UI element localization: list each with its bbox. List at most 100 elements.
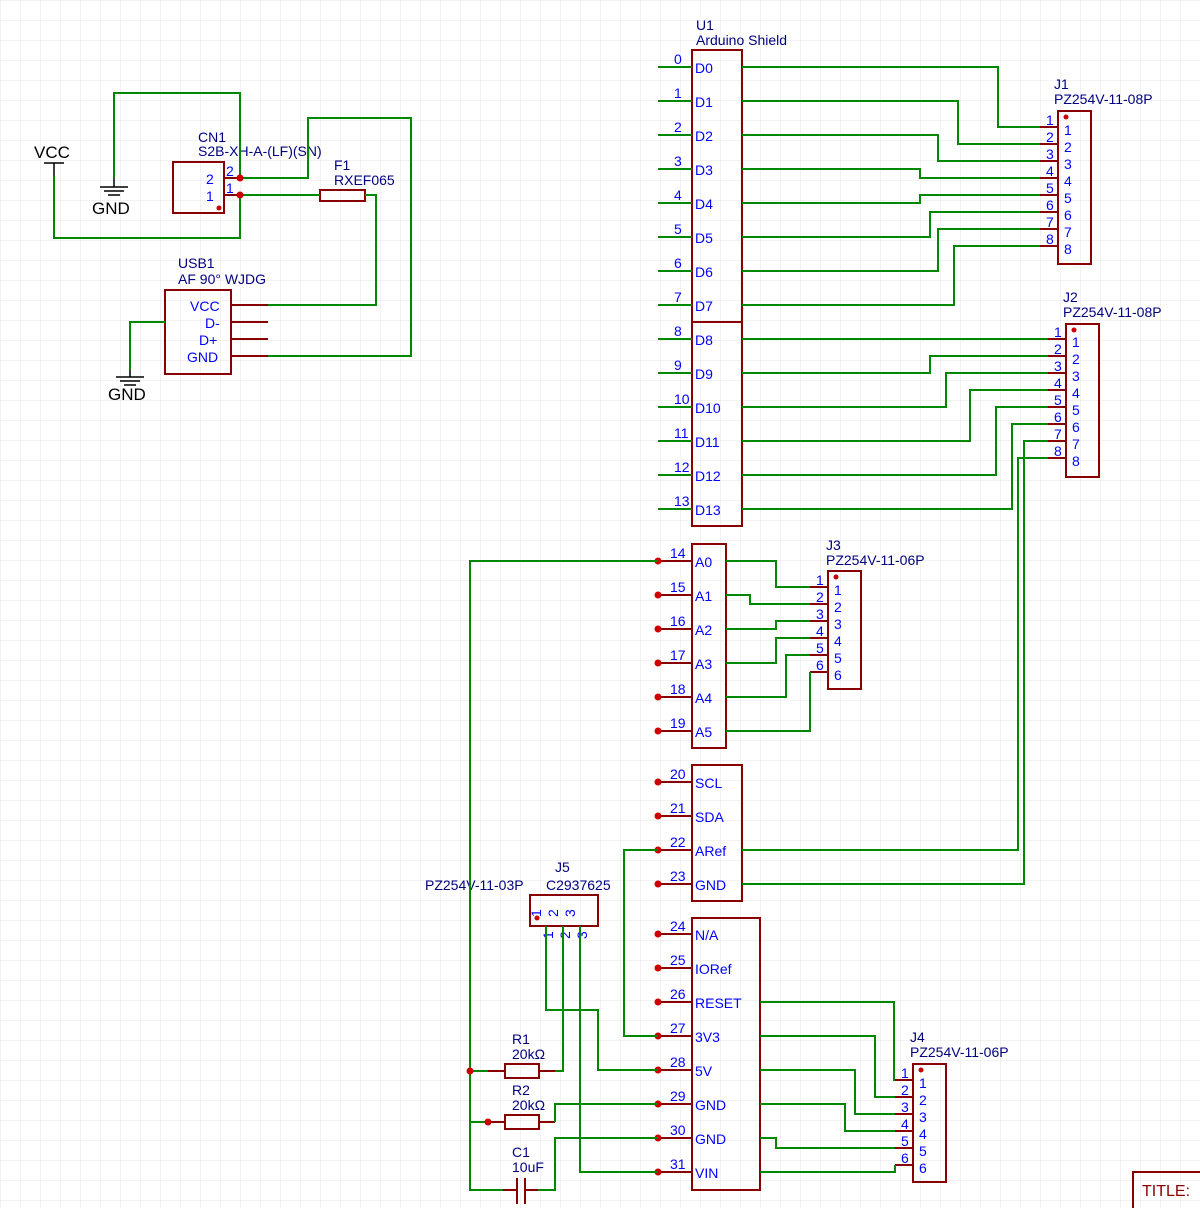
u1-pin-9[interactable]: 9D9 (658, 357, 713, 382)
u1-pin-8[interactable]: 8D8 (658, 323, 713, 348)
title-label: TITLE: (1142, 1183, 1190, 1200)
u1-pin-number: 1 (674, 85, 682, 101)
j1-pin-7[interactable]: 77 (1040, 214, 1072, 240)
j1-pin-2[interactable]: 22 (1040, 129, 1072, 155)
j2-pin-7[interactable]: 77 (1048, 426, 1080, 452)
j3-pin-2[interactable]: 22 (810, 589, 842, 615)
u1-pin-name: 3V3 (695, 1029, 720, 1045)
j2-body[interactable] (1065, 323, 1100, 478)
j2-pin-number-outer: 5 (1054, 392, 1062, 408)
j4-body[interactable] (912, 1063, 947, 1183)
j3-pin-1[interactable]: 11 (810, 572, 842, 598)
cn1-value: S2B-XH-A-(LF)(SN) (198, 143, 322, 159)
usb1-body[interactable] (164, 289, 232, 375)
u1-pin-name: A1 (695, 588, 712, 604)
j2-pin-8[interactable]: 88 (1048, 443, 1080, 469)
u1-pin-name: VIN (695, 1165, 718, 1181)
u1-power-block[interactable] (691, 917, 761, 1191)
j3-pin-number-outer: 1 (816, 572, 824, 588)
r1-ref: R1 (512, 1031, 530, 1047)
u1-pin-5[interactable]: 5D5 (658, 221, 713, 246)
j1-pin-4[interactable]: 44 (1040, 163, 1072, 189)
u1-pin-number: 25 (670, 952, 686, 968)
j1-pin-8[interactable]: 88 (1040, 231, 1072, 257)
u1-pin-7[interactable]: 7D7 (658, 289, 713, 314)
u1-pin-1[interactable]: 1D1 (658, 85, 713, 110)
j4-pin-1[interactable]: 11 (895, 1065, 927, 1091)
j2-pin-number-inner: 7 (1072, 436, 1080, 452)
j4-pin-number-outer: 3 (901, 1099, 909, 1115)
j4-pin-4[interactable]: 44 (895, 1116, 927, 1142)
u1-pin-6[interactable]: 6D6 (658, 255, 713, 280)
j3-pin-number-outer: 2 (816, 589, 824, 605)
cn1-body[interactable] (172, 161, 225, 214)
u1-pin-number: 8 (674, 323, 682, 339)
j1-pin-number-outer: 4 (1046, 163, 1054, 179)
j2-pin-6[interactable]: 66 (1048, 409, 1080, 435)
j1-pin-1[interactable]: 11 (1040, 112, 1072, 138)
j2-pin-2[interactable]: 22 (1048, 341, 1080, 367)
u1-pin-0[interactable]: 0D0 (658, 51, 713, 76)
u1-pin-name: D1 (695, 94, 713, 110)
j1-ref: J1 (1054, 76, 1069, 92)
j4-pin-5[interactable]: 55 (895, 1133, 927, 1159)
u1-pin-name: D4 (695, 196, 713, 212)
j3-body[interactable] (827, 570, 862, 690)
j1-pin-6[interactable]: 66 (1040, 197, 1072, 223)
j4-pin-3[interactable]: 33 (895, 1099, 927, 1125)
j1-pin-3[interactable]: 33 (1040, 146, 1072, 172)
u1-pin-name: GND (695, 1131, 726, 1147)
j1-pin-5[interactable]: 55 (1040, 180, 1072, 206)
u1-pin-name: D10 (695, 400, 721, 416)
signal-wires (466, 66, 1048, 1191)
j3-pin-6[interactable]: 66 (810, 657, 842, 683)
j2-pin-3[interactable]: 33 (1048, 358, 1080, 384)
u1-pin-24[interactable]: 24N/A (654, 918, 720, 943)
j3-pin-number-inner: 3 (834, 616, 842, 632)
u1-pin-4[interactable]: 4D4 (658, 187, 713, 212)
u1-digital-high-block[interactable] (691, 321, 743, 527)
u1-pin-2[interactable]: 2D2 (658, 119, 713, 144)
j2-pin-5[interactable]: 55 (1048, 392, 1080, 418)
u1-pin-3[interactable]: 3D3 (658, 153, 713, 178)
j1-body[interactable] (1057, 110, 1092, 265)
j4-pin-2[interactable]: 22 (895, 1082, 927, 1108)
u1-analog-block[interactable] (691, 543, 727, 749)
j2-pin-1[interactable]: 11 (1048, 324, 1080, 350)
j3-pin-3[interactable]: 33 (810, 606, 842, 632)
j3-pin-4[interactable]: 44 (810, 623, 842, 649)
j2-pin-4[interactable]: 44 (1048, 375, 1080, 401)
cn1-ref: CN1 (198, 129, 226, 145)
j3-pin-5[interactable]: 55 (810, 640, 842, 666)
j4-pin-6[interactable]: 66 (895, 1150, 927, 1176)
u1-misc-block[interactable] (691, 764, 743, 902)
u1-pin-number: 20 (670, 766, 686, 782)
j3-pin-number-outer: 5 (816, 640, 824, 656)
r1-value: 20kΩ (512, 1046, 545, 1062)
u1-pin-name: D7 (695, 298, 713, 314)
u1-pin-name: D8 (695, 332, 713, 348)
j4-pin-number-inner: 1 (919, 1075, 927, 1091)
u1-pin-number: 29 (670, 1088, 686, 1104)
